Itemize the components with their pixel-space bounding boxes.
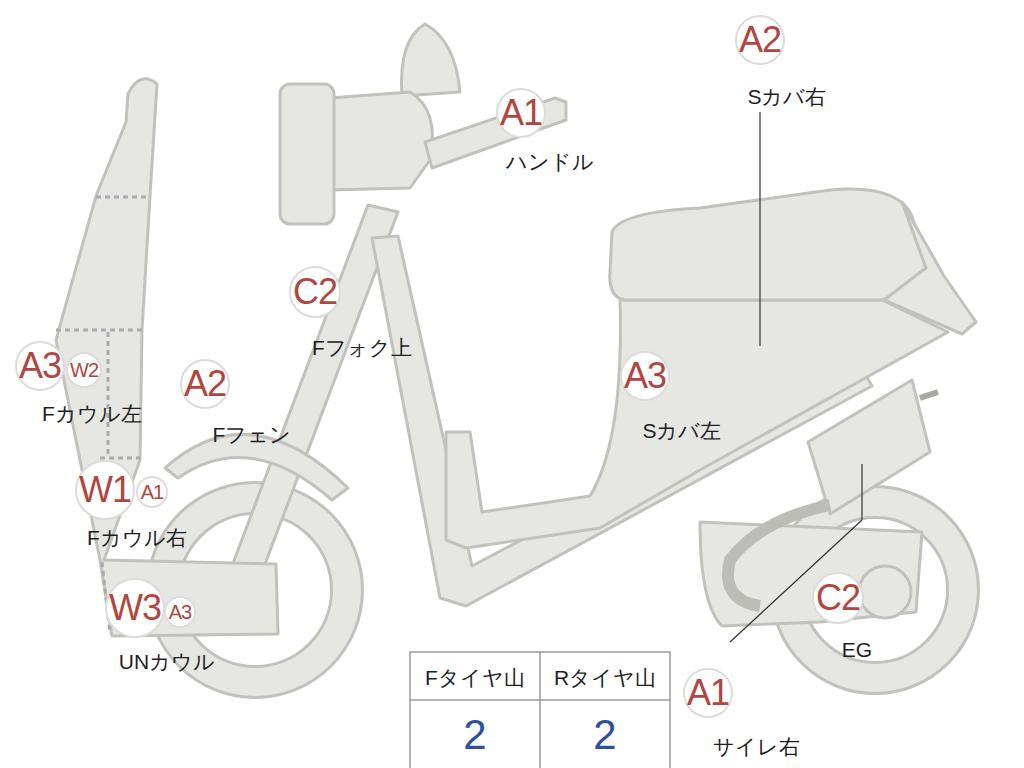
part-name: UNカウル	[119, 650, 215, 673]
callout-code: A1	[141, 482, 163, 502]
callout-circle: A1サイレ右	[683, 668, 733, 718]
callout-code: A3	[624, 358, 666, 394]
callout-code: A1	[500, 95, 542, 131]
part-name: Fフォク上	[312, 336, 412, 359]
callout-circle: W3UNカウル	[105, 578, 165, 638]
part-name: ハンドル	[506, 150, 594, 173]
muffler-tip	[920, 392, 938, 398]
callout-circle: C2EG	[812, 572, 864, 624]
table-value: 2	[463, 714, 486, 756]
callout-circle: A1	[136, 476, 168, 508]
callout-circle: A2Sカバ右	[735, 15, 785, 65]
callout-code: C2	[293, 274, 337, 310]
callout-circle: C2Fフォク上	[289, 266, 341, 318]
headlight	[280, 84, 334, 224]
callout-code: A3	[169, 602, 191, 622]
callout-code: A2	[739, 22, 781, 58]
callout-circle: A1ハンドル	[496, 88, 546, 138]
leader-lines	[730, 112, 862, 642]
callout-code: A3	[19, 348, 61, 384]
callout-code: W3	[109, 590, 161, 626]
callout-circle: W1Fカウル右	[75, 460, 135, 520]
head-block	[330, 92, 433, 190]
tail	[884, 202, 976, 334]
table-header: Rタイヤ山	[554, 667, 656, 688]
part-name: Sカバ左	[642, 419, 721, 442]
part-name: Sカバ右	[747, 85, 826, 108]
part-name: サイレ右	[713, 735, 800, 758]
callout-code: A1	[687, 675, 729, 711]
callout-circle: A3Fカウル左	[15, 341, 65, 391]
callout-code: W2	[70, 360, 98, 380]
muffler	[808, 380, 930, 514]
callout-circle: W2	[66, 352, 102, 388]
tyre-table	[410, 652, 670, 768]
front-cowl	[56, 79, 278, 636]
part-name: Fフェン	[213, 423, 292, 446]
part-name: Fカウル右	[87, 526, 187, 549]
side-cover	[446, 300, 948, 548]
callout-circle: A2Fフェン	[180, 359, 230, 409]
callout-code: W1	[79, 472, 131, 508]
windscreen	[401, 24, 460, 96]
callout-code: A2	[184, 366, 226, 402]
rear-hub	[859, 566, 911, 618]
callout-circle: A3	[164, 596, 196, 628]
front-fork	[232, 205, 398, 572]
callout-code: C2	[816, 580, 860, 616]
seat	[610, 189, 927, 300]
table-header: Fタイヤ山	[425, 667, 525, 688]
part-name: Fカウル左	[42, 402, 142, 425]
part-name: EG	[842, 638, 872, 661]
table-value: 2	[593, 714, 616, 756]
callout-circle: A3Sカバ左	[620, 351, 670, 401]
